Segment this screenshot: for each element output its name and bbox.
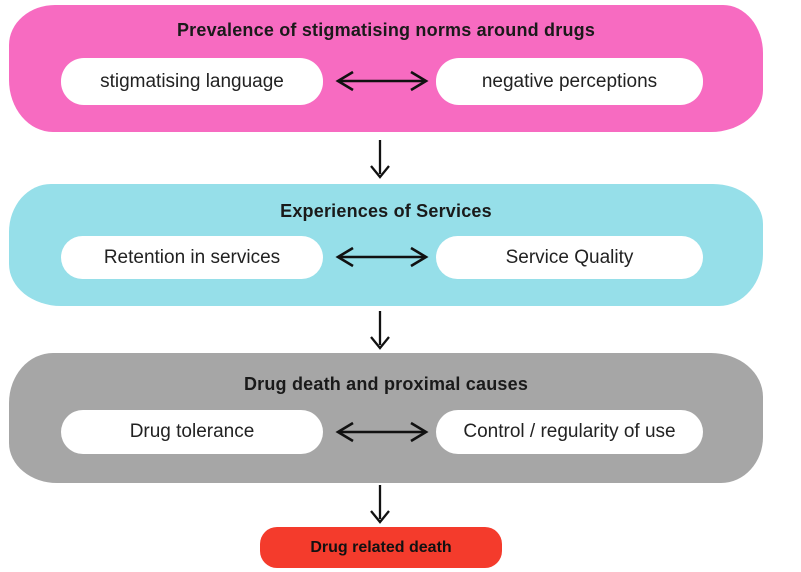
down-arrow-icon [367,139,393,179]
node-drug-tolerance: Drug tolerance [61,410,323,454]
node-stigmatising-language: stigmatising language [61,58,323,105]
section-title-drug-death-proximal-causes: Drug death and proximal causes [243,374,529,394]
down-arrow-icon [367,484,393,524]
node-negative-perceptions: negative perceptions [436,58,703,105]
down-arrow-icon [367,310,393,350]
node-control-regularity-of-use: Control / regularity of use [436,410,703,454]
node-service-quality: Service Quality [436,236,703,279]
section-drug-death-proximal-causes: Drug death and proximal causes Drug tole… [9,353,763,483]
section-title-stigmatising-norms: Prevalence of stigmatising norms around … [176,20,596,40]
node-retention-in-services: Retention in services [61,236,323,279]
section-title-experiences-of-services: Experiences of Services [280,201,492,221]
outcome-drug-related-death: Drug related death [260,527,502,568]
section-experiences-of-services: Experiences of Services Retention in ser… [9,184,763,306]
bidirectional-arrow-icon [333,419,431,445]
bidirectional-arrow-icon [333,68,431,94]
section-stigmatising-norms: Prevalence of stigmatising norms around … [9,5,763,132]
bidirectional-arrow-icon [333,244,431,270]
